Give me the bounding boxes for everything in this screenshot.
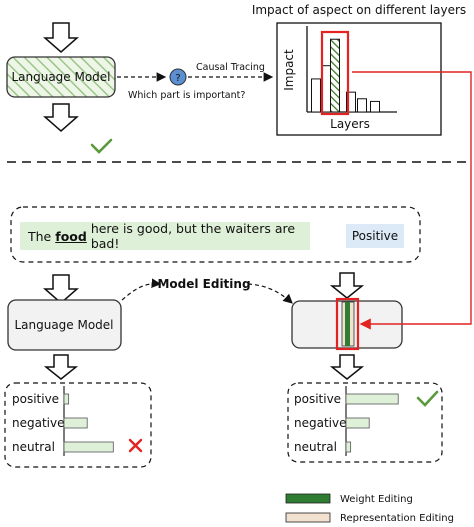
cross-icon <box>128 438 143 453</box>
chart-y-label: Impact <box>282 49 296 91</box>
right-input-arrow-icon <box>329 272 365 299</box>
chart-title: Impact of aspect on different layers <box>252 3 466 17</box>
sentence-suffix: here is good, but the waiters are bad! <box>90 221 296 251</box>
legend-representation-swatch <box>285 512 331 523</box>
input-sentence-frame <box>10 206 421 263</box>
class-label: positive <box>294 392 341 406</box>
chart-highlight-box <box>320 30 350 116</box>
class-label: negative <box>294 416 346 430</box>
top-language-model-box <box>6 56 116 98</box>
probability-bar <box>345 393 399 405</box>
right-result-frame <box>287 382 443 463</box>
chart-bar <box>370 100 380 113</box>
chart-bar <box>346 91 356 113</box>
right-output-arrow-icon <box>329 354 365 380</box>
left-probability-bars: positive negative neutral <box>12 386 114 456</box>
causal-tracing-label: Causal Tracing <box>196 62 265 73</box>
left-output-arrow-icon <box>43 354 79 380</box>
legend-representation-label: Representation Editing <box>340 513 454 524</box>
top-language-model-label: Language Model <box>11 70 110 84</box>
class-label: neutral <box>294 440 337 454</box>
sentiment-label: Positive <box>346 224 404 248</box>
output-arrow-icon <box>43 103 79 132</box>
chart-x-label: Layers <box>330 117 370 131</box>
layer-link-line <box>352 71 472 330</box>
question-label: Which part is important? <box>128 90 245 101</box>
model-editing-label: Model Editing <box>157 277 250 291</box>
probability-bar <box>345 417 370 429</box>
top-check-icon <box>90 138 113 154</box>
bottom-language-model-box <box>7 299 122 351</box>
question-mark-icon <box>169 68 187 86</box>
right-probability-bars: positive negative neutral <box>294 386 399 456</box>
model-editing-arrow-tail <box>247 283 293 304</box>
left-result-frame <box>4 382 152 468</box>
probability-bar <box>63 417 88 429</box>
chart-frame <box>276 22 442 136</box>
right-check-icon <box>416 390 439 407</box>
class-label: negative <box>12 416 64 430</box>
left-input-arrow-icon <box>43 274 79 304</box>
chart-bar <box>330 38 340 113</box>
class-label: positive <box>12 392 59 406</box>
sentence-aspect-word: food <box>55 228 87 244</box>
probability-bar <box>345 441 352 453</box>
sentence-prefix: The <box>28 228 52 244</box>
bottom-language-model-label: Language Model <box>14 318 113 332</box>
chart-bar <box>357 98 367 113</box>
probability-bar <box>63 393 70 405</box>
probability-bar <box>63 441 114 453</box>
input-sentence: The food here is good, but the waiters a… <box>20 221 310 251</box>
model-editing-arrow <box>121 278 162 301</box>
legend-weight-label: Weight Editing <box>340 494 413 505</box>
question-glyph: ? <box>175 73 180 84</box>
edited-layer-highlight <box>335 297 360 351</box>
class-label: neutral <box>12 440 55 454</box>
input-arrow-icon <box>43 22 79 53</box>
edited-layer-weights <box>345 302 350 346</box>
chart-bar <box>311 78 321 113</box>
legend-weight-swatch <box>285 493 331 504</box>
